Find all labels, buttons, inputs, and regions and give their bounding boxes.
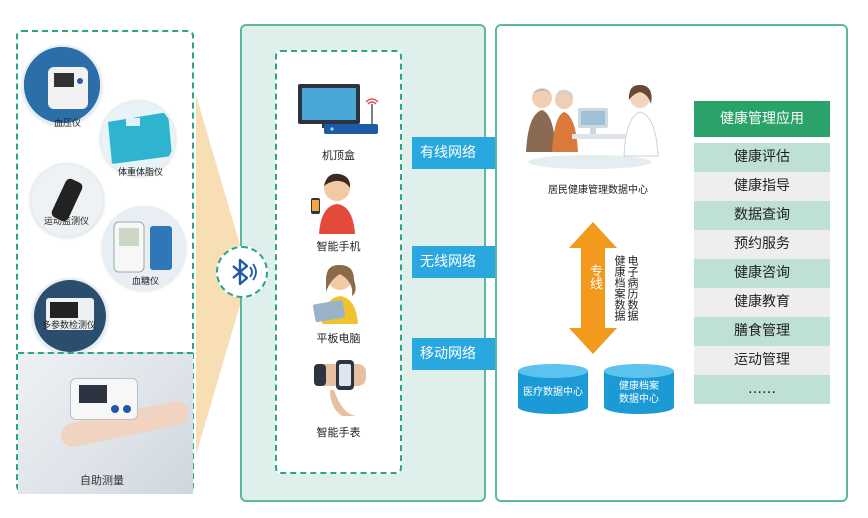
health-record-db: 健康档案 数据中心 — [604, 364, 674, 414]
resident-data-center-label: 居民健康管理数据中心 — [548, 185, 648, 196]
glucose-meter-label: 血糖仪 — [132, 277, 160, 287]
multi-param-label: 多参数检测仪 — [42, 321, 97, 331]
app-item: 预约服务 — [694, 230, 830, 259]
self-measure-label: 自助测量 — [80, 474, 124, 487]
app-item: …… — [694, 375, 830, 404]
wired-network-arrow: 有线网络 — [412, 133, 522, 173]
app-item: 膳食管理 — [694, 317, 830, 346]
app-item: 健康评估 — [694, 143, 830, 172]
body-scale-label: 体重体脂仪 — [118, 168, 164, 178]
app-item: 数据查询 — [694, 201, 830, 230]
medical-db: 医疗数据中心 — [518, 364, 588, 414]
tablet-person-icon — [312, 264, 358, 324]
set-top-box-icon — [298, 84, 379, 134]
health-record-db-line1: 健康档案 — [619, 381, 659, 392]
smart-watch-icon — [314, 360, 366, 416]
dedicated-line-text: 专线 — [587, 264, 602, 290]
smart-phone-label: 智能手机 — [316, 240, 361, 253]
bp-monitor-shape — [70, 378, 138, 420]
bluetooth-badge — [216, 246, 268, 298]
health-app-list: 健康评估 健康指导 数据查询 预约服务 健康咨询 健康教育 膳食管理 运动管理 … — [694, 143, 830, 404]
activity-monitor-label: 运动监测仪 — [44, 217, 90, 227]
dedicated-line-label: 专线 — [586, 264, 602, 295]
emr-column: 电子病历数据 — [626, 255, 639, 321]
mobile-network-label: 移动网络 — [420, 346, 476, 362]
smart-watch-label: 智能手表 — [316, 426, 361, 439]
mobile-network-arrow: 移动网络 — [412, 334, 522, 374]
consultation-illustration — [526, 84, 659, 169]
app-item: 健康指导 — [694, 172, 830, 201]
health-record-column: 健康档案数据 — [613, 255, 626, 321]
blood-pressure-image — [22, 45, 102, 125]
app-item: 运动管理 — [694, 346, 830, 375]
record-columns: 电子病历数据 健康档案数据 — [612, 255, 639, 329]
wired-network-label: 有线网络 — [420, 145, 476, 161]
medical-db-label: 医疗数据中心 — [523, 387, 583, 398]
health-record-db-line2: 数据中心 — [619, 394, 659, 405]
set-top-box-label: 机顶盒 — [322, 149, 355, 162]
health-app-title: 健康管理应用 — [694, 101, 830, 137]
body-scale-image — [100, 100, 176, 176]
wireless-network-arrow: 无线网络 — [412, 242, 522, 282]
blood-pressure-label: 血压仪 — [54, 119, 82, 129]
smart-phone-person-icon — [311, 173, 355, 234]
dedicated-line-arrow — [569, 222, 617, 354]
app-item: 健康咨询 — [694, 259, 830, 288]
wireless-network-label: 无线网络 — [420, 254, 476, 270]
glucose-meter-image — [102, 206, 186, 290]
bluetooth-icon — [232, 258, 257, 286]
multi-param-image — [32, 278, 108, 354]
tablet-label: 平板电脑 — [316, 332, 361, 345]
app-item: 健康教育 — [694, 288, 830, 317]
activity-monitor-image — [30, 163, 104, 237]
